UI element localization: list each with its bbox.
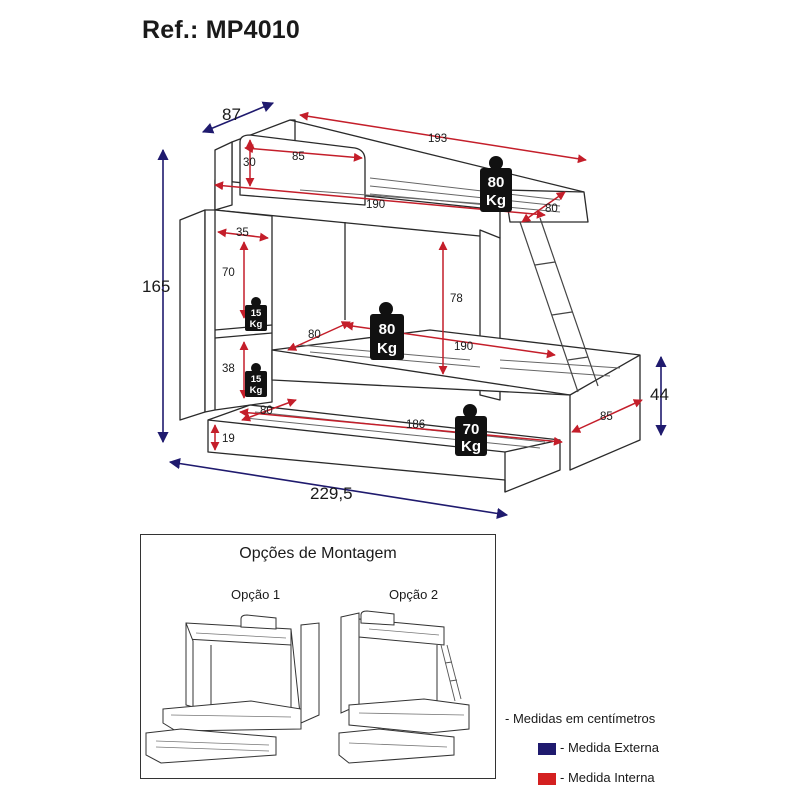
svg-text:Kg: Kg <box>377 340 397 357</box>
side-depth-label: 85 <box>600 411 613 423</box>
top-length-arrow <box>299 111 587 164</box>
weight-badge-trundle: 70 Kg <box>455 404 487 456</box>
trundle-length-arrow <box>239 408 563 446</box>
total-width-arrow <box>168 458 509 519</box>
total-width-label: 229,5 <box>310 484 353 503</box>
middle-length-label: 190 <box>454 341 473 353</box>
top-mattress-length-label: 190 <box>366 199 385 211</box>
middle-width-label: 80 <box>308 329 321 341</box>
svg-text:80: 80 <box>379 321 396 338</box>
trundle-length-label: 186 <box>406 419 425 431</box>
external-swatch <box>538 742 556 755</box>
trundle-width-label: 80 <box>260 405 273 417</box>
middle-clearance-label: 78 <box>450 293 463 305</box>
svg-text:15: 15 <box>251 308 262 319</box>
option-1-label: Opção 1 <box>231 587 281 602</box>
option-2-label: Opção 2 <box>389 587 439 602</box>
svg-text:Kg: Kg <box>250 385 263 396</box>
weight-badge-shelf-lower: 15 Kg <box>245 363 267 397</box>
top-mattress-width-arrow <box>521 191 566 223</box>
guard-length-label: 85 <box>292 151 305 163</box>
legend-external-row: - Medida Externa <box>538 740 659 755</box>
legend-units-note: - Medidas em centímetros <box>505 711 656 726</box>
assembly-options-panel: Opções de Montagem Opção 1 Opção 2 <box>140 534 496 779</box>
guard-height-label: 30 <box>243 157 256 169</box>
weight-badge-shelf-upper: 15 Kg <box>245 297 267 331</box>
depth-label: 87 <box>222 105 241 124</box>
svg-text:70: 70 <box>463 421 480 438</box>
top-mattress-width-label: 80 <box>545 203 558 215</box>
shelf-width-label: 35 <box>236 227 249 239</box>
side-depth-arrow <box>571 399 643 433</box>
legend-internal-label: - Medida Interna <box>560 770 655 785</box>
legend-internal-row: - Medida Interna <box>538 770 655 785</box>
bunk-bed-drawing: 87 165 229,5 44 193 85 30 190 80 35 70 3… <box>142 101 669 519</box>
reference-title: Ref.: MP4010 <box>142 16 301 44</box>
shelf-width-arrow <box>217 228 269 242</box>
weight-badge-middle: 80 Kg <box>370 302 404 360</box>
option-1-thumbnail <box>145 614 320 764</box>
weight-badge-top: 80 Kg <box>480 156 512 212</box>
svg-text:Kg: Kg <box>250 319 263 330</box>
middle-width-arrow <box>287 321 351 351</box>
svg-text:Kg: Kg <box>461 438 481 455</box>
top-length-label: 193 <box>428 133 447 145</box>
external-dimensions <box>157 101 667 519</box>
trundle-height-label: 19 <box>222 433 235 445</box>
option-2-thumbnail <box>338 610 470 764</box>
internal-swatch <box>538 772 556 785</box>
svg-text:80: 80 <box>488 174 505 191</box>
side-height-label: 44 <box>650 385 669 404</box>
height-label: 165 <box>142 277 170 296</box>
guard-length-arrow <box>244 144 363 162</box>
assembly-options-title: Opções de Montagem <box>239 545 397 562</box>
shelf-upper-height-label: 70 <box>222 267 235 279</box>
legend-external-label: - Medida Externa <box>560 740 659 755</box>
shelf-lower-height-label: 38 <box>222 363 235 375</box>
svg-text:15: 15 <box>251 374 262 385</box>
depth-arrow <box>201 101 275 134</box>
svg-text:Kg: Kg <box>486 192 506 209</box>
